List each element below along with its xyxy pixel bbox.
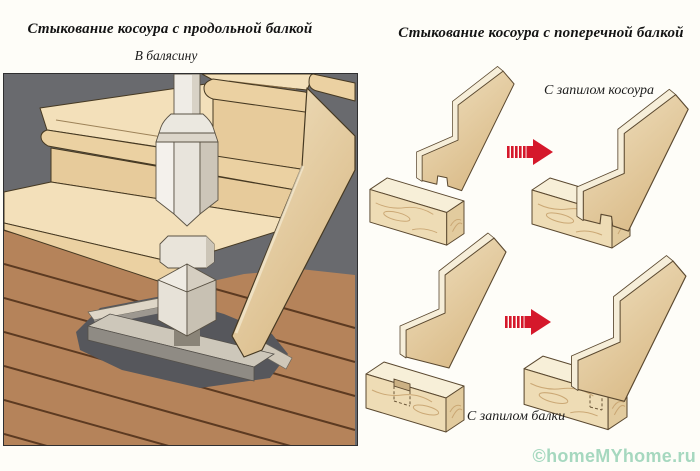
diagram-stringer-notch-joined — [531, 88, 689, 249]
watermark: ©homeMYhome.ru — [532, 446, 696, 466]
notched-cross-beam — [365, 361, 465, 433]
notched-stringer — [576, 88, 689, 232]
arrow-right-icon — [505, 309, 551, 335]
tread-bottom — [4, 181, 308, 264]
stairs-illustration — [3, 73, 358, 446]
notched-stringer — [416, 65, 515, 192]
baluster-base-block — [157, 235, 217, 337]
diagram-stringer-notch-apart — [369, 65, 515, 246]
label-beam-notch: С запилом балки — [466, 409, 566, 424]
label-stringer-notch: С запилом косоура — [543, 83, 655, 98]
left-subtitle: В балясину — [134, 48, 198, 63]
stringer — [399, 232, 507, 369]
stairs-scene — [4, 74, 357, 445]
stringer — [570, 254, 687, 402]
diagram-beam-notch-joined — [523, 254, 687, 431]
baluster — [155, 74, 219, 227]
left-title: Стыкование косоура с продольной балкой — [27, 21, 313, 37]
arrow-right-icon — [507, 139, 553, 165]
right-title: Стыкование косоура с поперечной балкой — [398, 25, 684, 41]
staircase — [4, 74, 356, 358]
